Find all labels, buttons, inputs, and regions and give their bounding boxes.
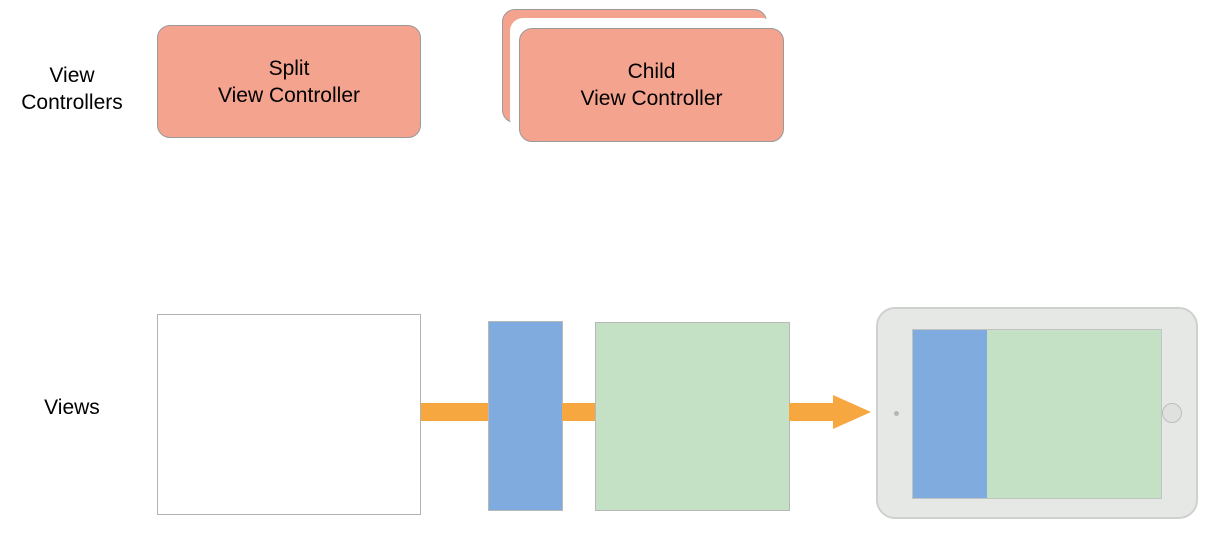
split-view-controller-box[interactable]: Split View Controller (157, 25, 421, 138)
secondary-column-view-rect[interactable] (595, 322, 790, 511)
flow-arrow-shaft-3 (789, 403, 835, 421)
ipad-device[interactable] (876, 307, 1198, 519)
child-view-controller-label: Child View Controller (580, 60, 723, 110)
primary-column-view-rect[interactable] (488, 321, 563, 511)
ipad-screen[interactable] (912, 329, 1162, 499)
child-view-controller-card-front[interactable]: Child View Controller (519, 28, 784, 142)
container-view-rect[interactable] (157, 314, 421, 515)
row-label-views: Views (44, 396, 100, 419)
ipad-screen-primary-column (913, 330, 988, 498)
flow-arrow-shaft-1 (421, 403, 489, 421)
ipad-camera-icon (894, 410, 899, 416)
child-view-controller-stack[interactable]: Child View Controller (502, 9, 786, 145)
ipad-screen-secondary-column (987, 330, 1161, 498)
row-label-view-controllers: View Controllers (21, 64, 123, 114)
flow-arrow-head-icon (833, 395, 871, 429)
split-view-controller-label: Split View Controller (217, 56, 360, 107)
flow-arrow-shaft-2 (562, 403, 596, 421)
ipad-home-button[interactable] (1162, 403, 1182, 423)
